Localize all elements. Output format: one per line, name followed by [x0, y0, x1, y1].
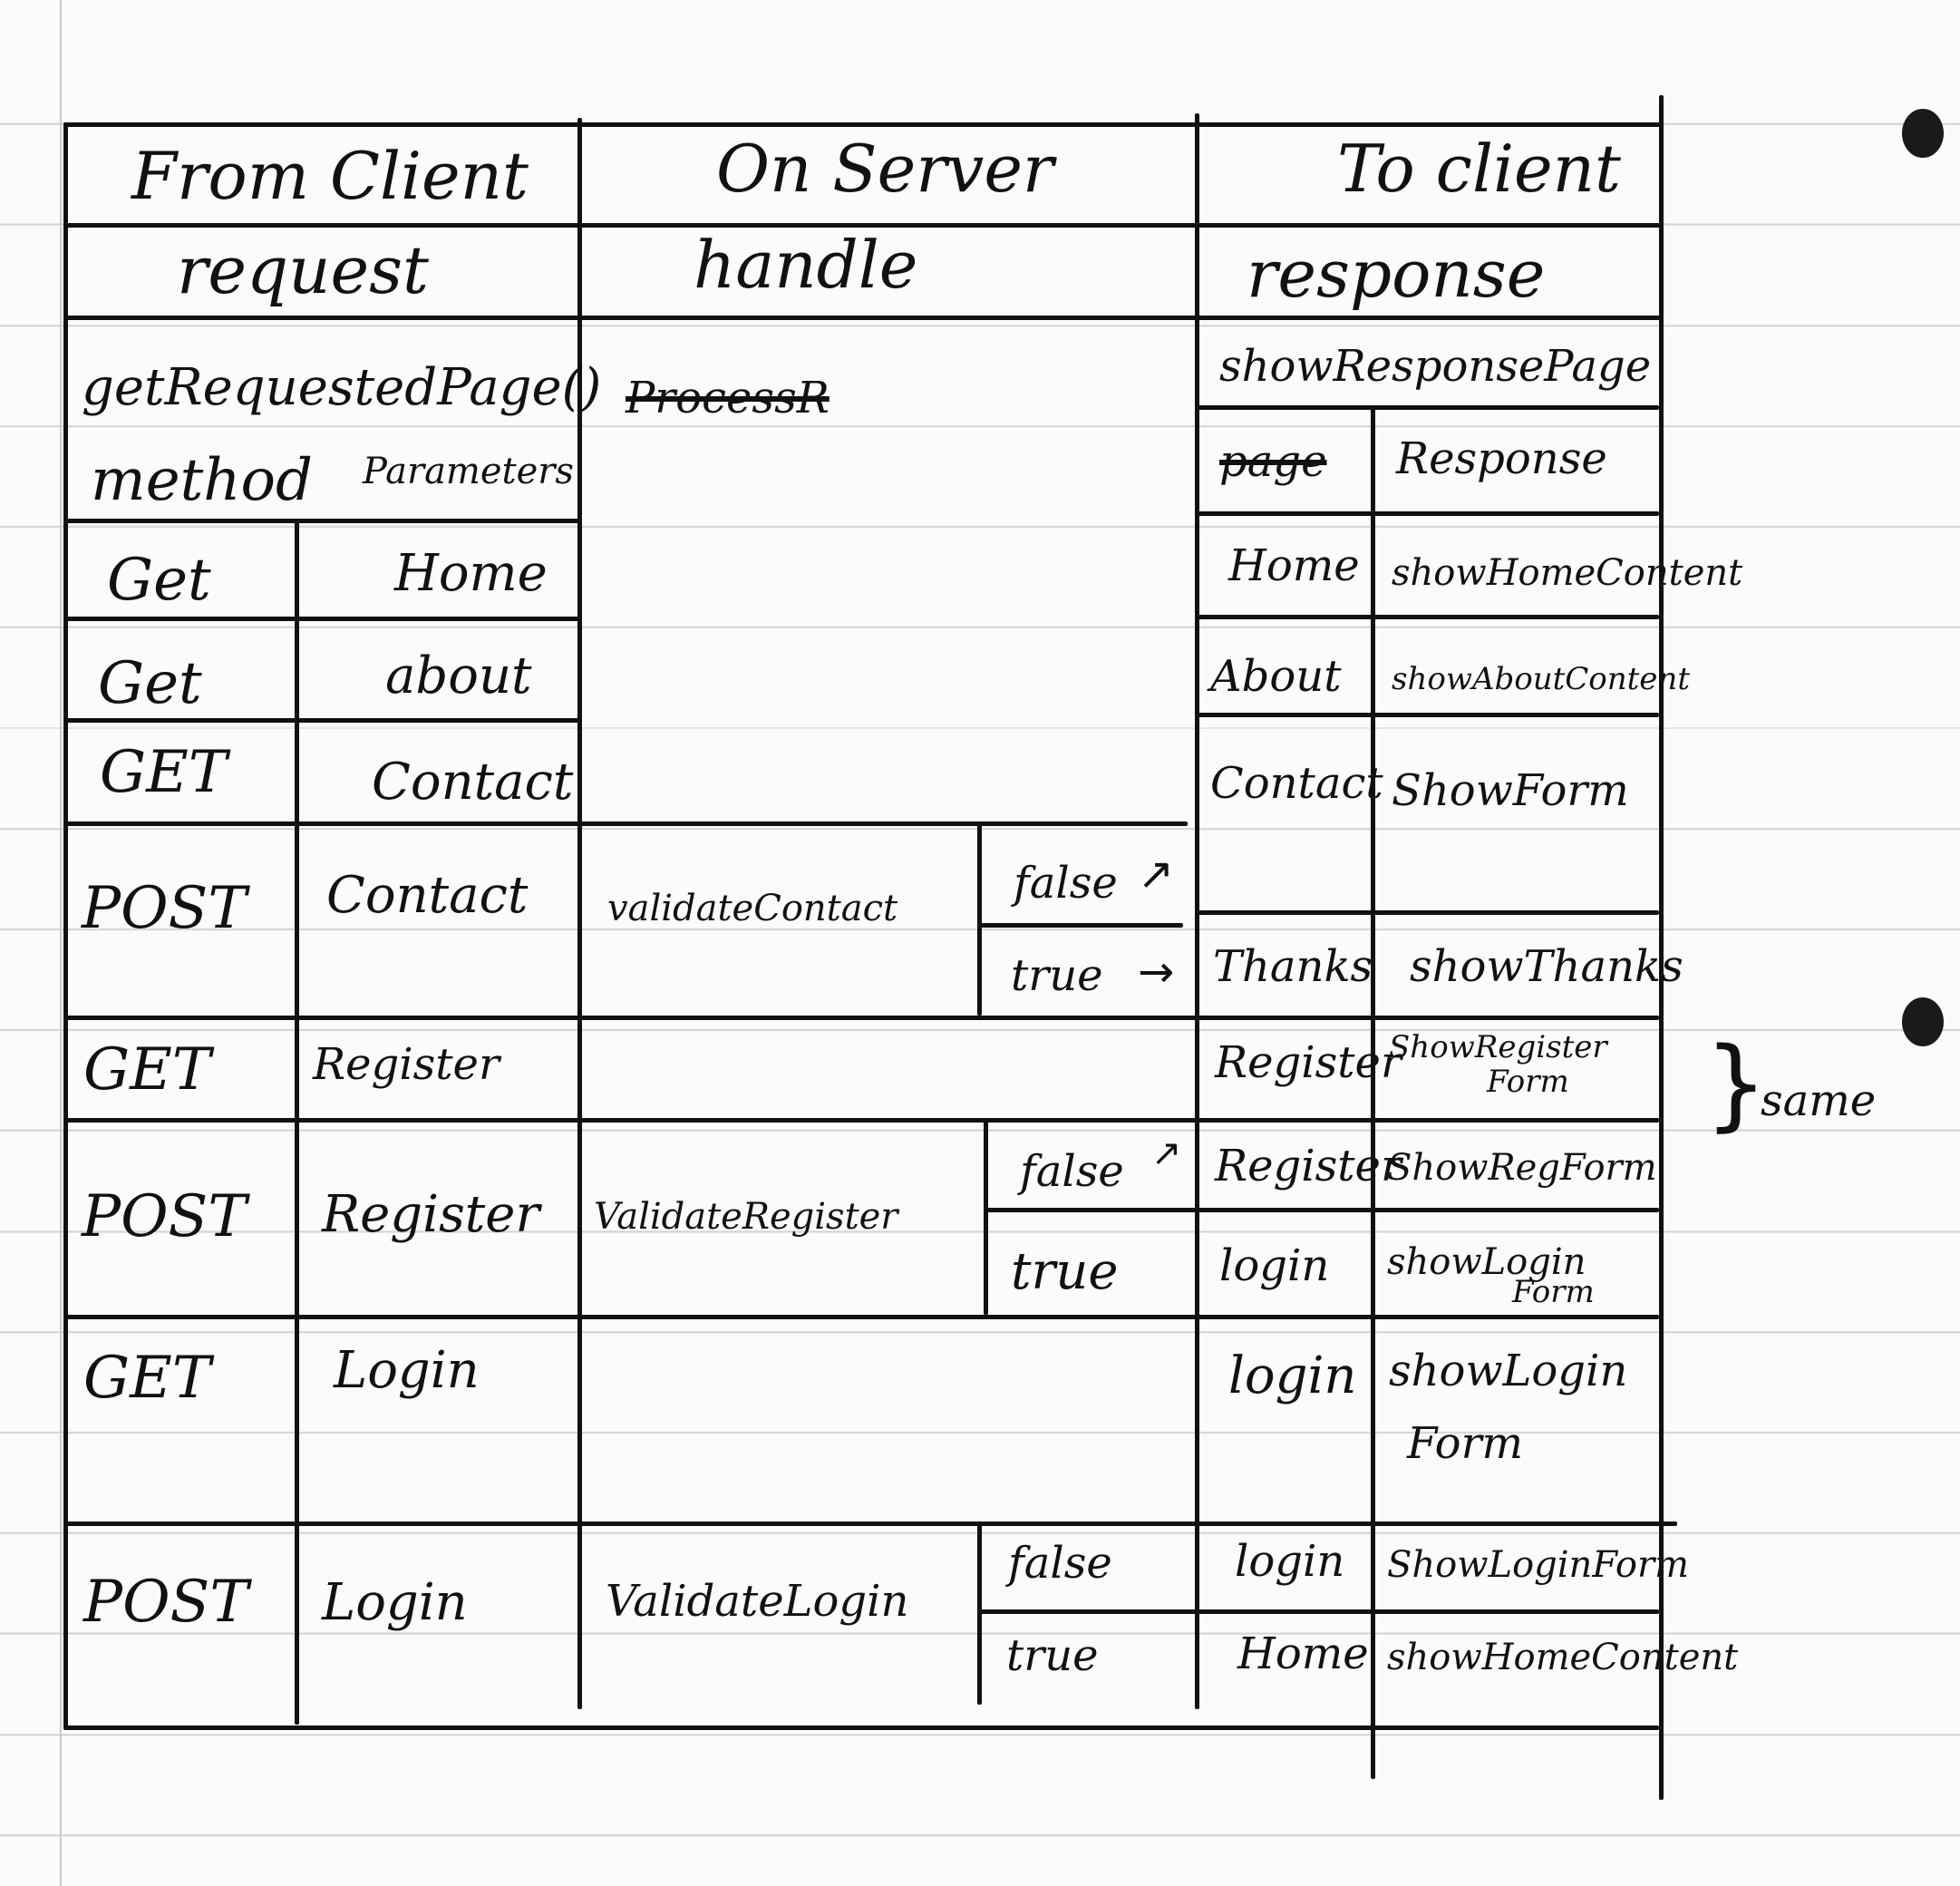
rule-row6 — [63, 1315, 1659, 1319]
divider-contact-branch — [977, 821, 982, 1016]
row8-param: Login — [322, 1573, 468, 1632]
row8-method: POST — [83, 1569, 249, 1636]
rule-row5 — [63, 1118, 1659, 1123]
client-function: getRequestedPage() — [82, 358, 602, 417]
row6-true-response-line2: Form — [1512, 1274, 1595, 1310]
annotation-same: same — [1761, 1075, 1877, 1126]
rule-after-subtitles — [63, 316, 1664, 320]
rule-bottom — [63, 1726, 1659, 1730]
binder-hole-middle — [1902, 997, 1944, 1046]
divider-method-param — [295, 519, 299, 1725]
divider-page-response — [1371, 405, 1375, 1779]
col-header-parameters: Parameters — [363, 451, 574, 492]
divider-server-response — [1195, 113, 1199, 1709]
rule-row8-false-true — [979, 1609, 1659, 1614]
row5-method: GET — [83, 1036, 211, 1103]
divider-login-branch — [977, 1521, 982, 1705]
row1-page: Home — [1228, 540, 1360, 591]
row3-response: ShowForm — [1392, 765, 1629, 816]
row8-false-response: ShowLoginForm — [1387, 1544, 1689, 1586]
row4-handler: validateContact — [607, 888, 898, 929]
brace-annotation: } — [1704, 1026, 1768, 1142]
rule-row6-false-true — [984, 1208, 1659, 1212]
rule-row2-left — [63, 718, 580, 723]
rule-after-col-headers-right — [1197, 511, 1659, 516]
row6-true-page: login — [1219, 1240, 1330, 1291]
title-from-client: From Client — [131, 138, 529, 214]
row3-param: Contact — [372, 753, 574, 812]
rule-row3 — [63, 821, 1188, 826]
rule-after-col-headers-left — [63, 519, 580, 523]
row7-param: Login — [334, 1341, 480, 1400]
row2-method: Get — [98, 650, 202, 717]
rule-row1-left — [63, 617, 580, 621]
subtitle-response: response — [1247, 236, 1546, 312]
row6-false-page: Register — [1215, 1141, 1402, 1191]
arrow-up-right-icon: ↗ — [1138, 849, 1175, 899]
title-on-server: On Server — [716, 131, 1054, 207]
row6-handler: ValidateRegister — [594, 1196, 898, 1238]
row2-page: About — [1210, 651, 1342, 702]
arrow-right-icon: → — [1138, 947, 1175, 997]
title-to-client: To client — [1337, 131, 1621, 207]
margin-line — [60, 0, 62, 1886]
col-header-method: method — [91, 447, 313, 514]
row6-true-response-line1: showLogin — [1387, 1241, 1586, 1283]
rule-row4-false-true — [979, 923, 1183, 928]
row7-response-line1: showLogin — [1389, 1346, 1628, 1396]
row7-method: GET — [83, 1345, 211, 1412]
arrow-up-right-icon: ↗ — [1151, 1133, 1182, 1174]
row6-false-response: ShowRegForm — [1387, 1147, 1657, 1189]
divider-client-server — [577, 118, 582, 1709]
rule-row7 — [63, 1521, 1677, 1526]
rule-row2-right — [1197, 713, 1659, 717]
row4-false-label: false — [1014, 858, 1118, 909]
rule-top — [63, 122, 1664, 127]
row8-true-response: showHomeContent — [1387, 1637, 1739, 1678]
row8-false-page: login — [1235, 1536, 1345, 1587]
rule-after-titles — [63, 223, 1664, 228]
binder-hole-top — [1902, 109, 1944, 158]
border-left — [63, 122, 68, 1727]
row4-true-label: true — [1011, 950, 1103, 1001]
row1-method: Get — [107, 547, 211, 614]
row3-page: Contact — [1210, 758, 1383, 809]
row5-response-line1: ShowRegister — [1389, 1029, 1607, 1065]
row1-param: Home — [394, 544, 548, 603]
row5-page: Register — [1215, 1037, 1402, 1088]
divider-register-branch — [984, 1121, 988, 1315]
server-function-struck: ProcessR — [626, 373, 830, 423]
response-function: showResponsePage — [1219, 341, 1652, 392]
row5-param: Register — [313, 1039, 500, 1090]
rule-after-response-fn — [1197, 405, 1659, 410]
row8-true-label: true — [1006, 1630, 1099, 1681]
rule-row1-right — [1197, 615, 1659, 619]
row1-response: showHomeContent — [1392, 552, 1743, 594]
row6-param: Register — [322, 1185, 540, 1244]
subtitle-handle: handle — [694, 227, 918, 303]
row3-method: GET — [100, 739, 228, 806]
row7-response-line2: Form — [1407, 1418, 1524, 1469]
row4-method: POST — [82, 875, 247, 942]
rule-row4 — [63, 1016, 1659, 1020]
row8-true-page: Home — [1237, 1628, 1369, 1679]
row6-method: POST — [82, 1183, 247, 1250]
row8-false-label: false — [1008, 1538, 1112, 1589]
row4-param: Contact — [326, 866, 529, 925]
row6-true-label: true — [1011, 1242, 1119, 1301]
row2-param: about — [385, 646, 532, 705]
row4-true-response: showThanks — [1410, 941, 1683, 992]
subtitle-request: request — [177, 232, 429, 308]
row4-true-page: Thanks — [1213, 941, 1373, 992]
row5-response-line2: Form — [1487, 1064, 1569, 1100]
col-header-response: Response — [1396, 433, 1607, 484]
row7-page: login — [1228, 1346, 1357, 1405]
col-header-page-struck: page — [1219, 436, 1327, 487]
row2-response: showAboutContent — [1392, 661, 1690, 697]
row6-false-label: false — [1020, 1146, 1124, 1197]
row8-handler: ValidateLogin — [606, 1576, 909, 1627]
rule-row4-right — [1197, 910, 1659, 915]
border-right — [1659, 95, 1664, 1800]
